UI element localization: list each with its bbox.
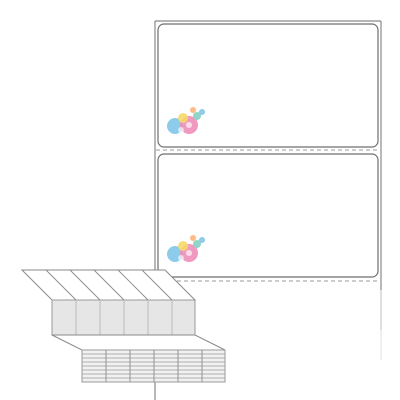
label-1	[157, 23, 379, 148]
flower-decoration	[167, 235, 205, 262]
flower-decoration	[167, 107, 205, 134]
label-2	[157, 153, 379, 278]
fanfold-stack	[20, 269, 226, 383]
